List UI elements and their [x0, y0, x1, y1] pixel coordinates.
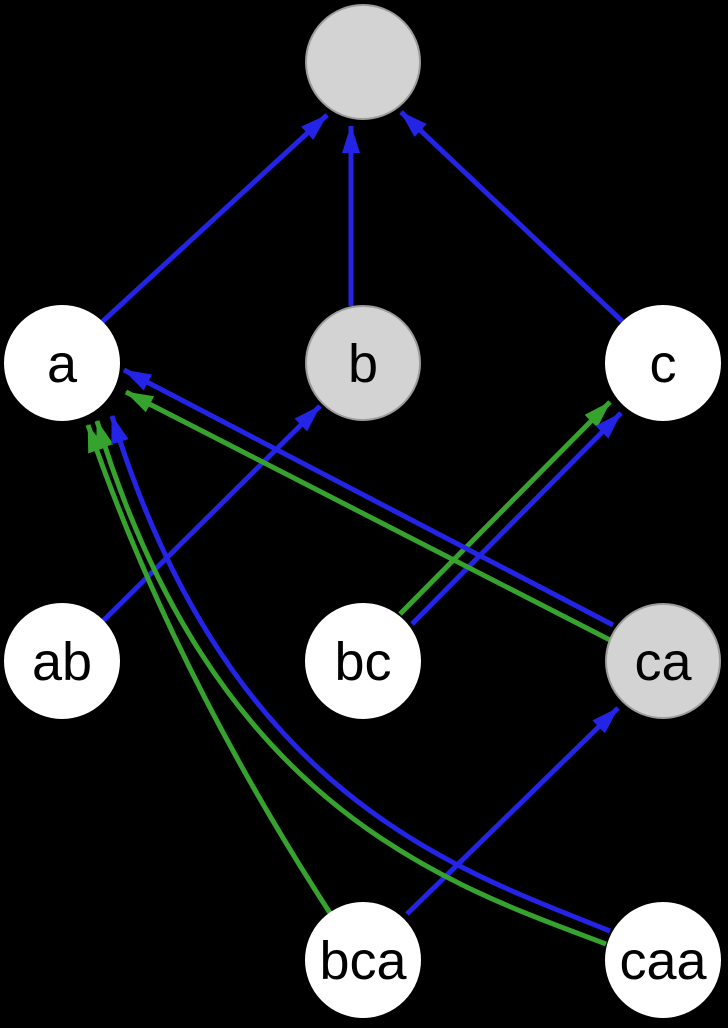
edge-ca-to-a-green [124, 389, 612, 643]
edge-caa-to-a-blue [109, 415, 611, 934]
node-label-ca: ca [634, 632, 692, 692]
node-ab [4, 603, 120, 719]
edge-bca-to-a-green [85, 424, 333, 915]
node-b [305, 305, 421, 421]
node-c [605, 305, 721, 421]
node-label-a: a [47, 334, 78, 394]
edge-ca-to-a-blue [122, 367, 615, 628]
edge-bc-to-c-green [398, 400, 612, 616]
node-label-bca: bca [319, 931, 407, 991]
node-label-b: b [348, 334, 378, 394]
node-label-caa: caa [619, 931, 707, 991]
edge-a-to-root-blue [100, 113, 329, 324]
edge-caa-to-a-green [94, 420, 607, 947]
edge-bca-to-ca-blue [405, 706, 620, 916]
node-caa [605, 902, 721, 1018]
node-bc [305, 603, 421, 719]
edge-ab-to-b-blue [101, 404, 322, 623]
node-root [305, 4, 421, 120]
edge-c-to-root-blue [399, 110, 625, 324]
edge-bc-to-c-blue [410, 411, 623, 626]
node-label-c: c [650, 334, 677, 394]
node-bca [305, 902, 421, 1018]
node-ca [605, 603, 721, 719]
node-a [4, 305, 120, 421]
node-label-ab: ab [32, 632, 92, 692]
node-label-bc: bc [334, 632, 391, 692]
